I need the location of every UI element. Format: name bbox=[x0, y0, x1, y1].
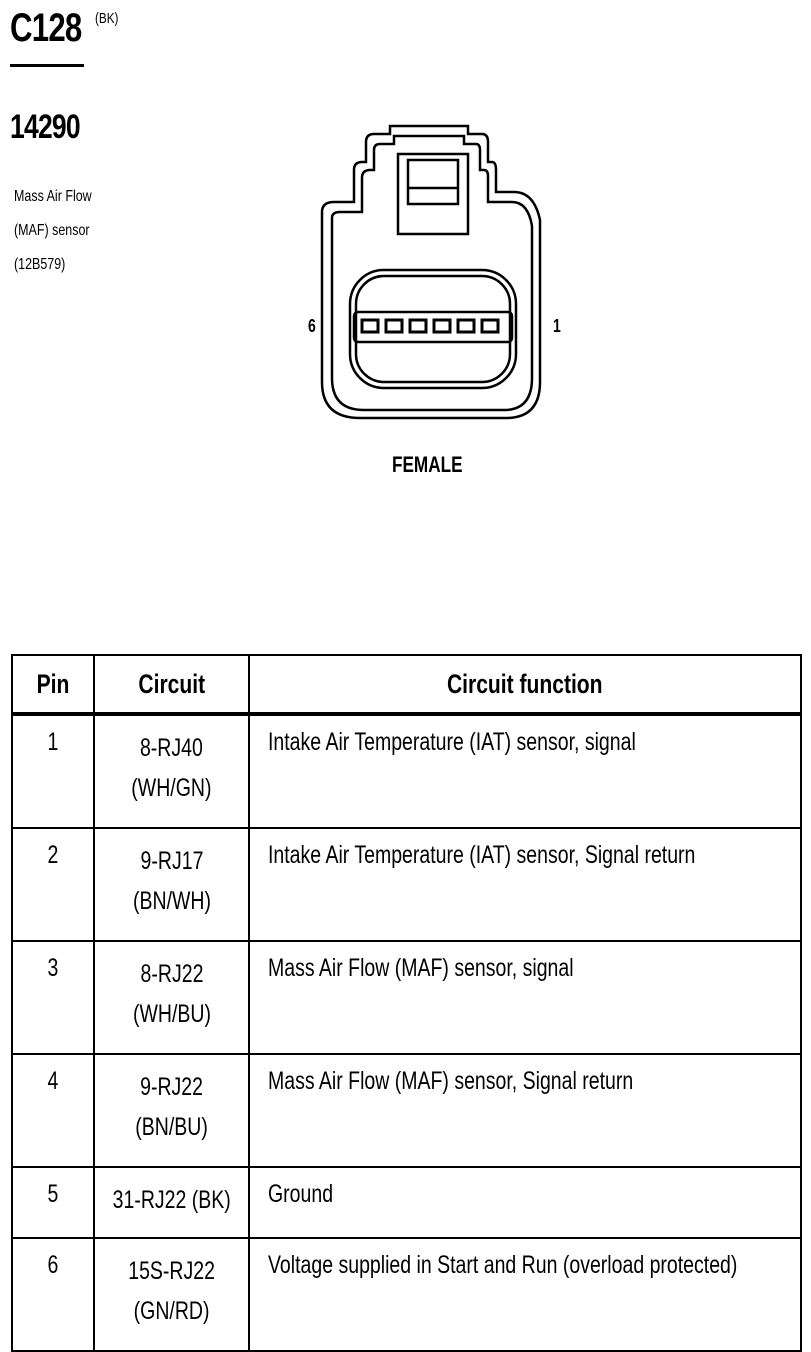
pin-cavity-3 bbox=[432, 318, 452, 334]
pin-label-right: 1 bbox=[553, 316, 561, 336]
pinout-table: Pin Circuit Circuit function 1 8-RJ40(WH… bbox=[11, 654, 802, 1352]
connector-outer-housing bbox=[320, 124, 542, 420]
component-description-line-2: (MAF) sensor bbox=[14, 222, 90, 239]
circuit-code: 9-RJ17(BN/WH) bbox=[93, 827, 250, 942]
locking-tab-inner bbox=[406, 158, 460, 206]
table-row: 5 31-RJ22 (BK) Ground bbox=[11, 1166, 802, 1239]
table-row: 3 8-RJ22(WH/BU) Mass Air Flow (MAF) sens… bbox=[11, 940, 802, 1055]
pin-cavity-strip bbox=[352, 310, 514, 344]
header-circuit-function: Circuit function bbox=[248, 654, 802, 716]
header-circuit: Circuit bbox=[93, 654, 250, 716]
circuit-function: Ground bbox=[248, 1166, 802, 1239]
pin-cavity-face bbox=[348, 268, 518, 390]
circuit-function: Intake Air Temperature (IAT) sensor, Sig… bbox=[248, 827, 802, 942]
circuit-function: Intake Air Temperature (IAT) sensor, sig… bbox=[248, 713, 802, 829]
circuit-function: Mass Air Flow (MAF) sensor, signal bbox=[248, 940, 802, 1055]
pin-cavity-2 bbox=[456, 318, 476, 334]
part-number: 14290 bbox=[10, 108, 81, 146]
circuit-code: 8-RJ40(WH/GN) bbox=[93, 713, 250, 829]
circuit-function: Mass Air Flow (MAF) sensor, Signal retur… bbox=[248, 1053, 802, 1168]
pin-number: 6 bbox=[11, 1237, 95, 1352]
header-underline bbox=[10, 64, 84, 67]
header-pin: Pin bbox=[11, 654, 95, 716]
connector-inner-housing bbox=[330, 134, 534, 412]
connector-face-diagram bbox=[320, 124, 542, 420]
component-description-line-3: (12B579) bbox=[14, 256, 66, 273]
pin-label-left: 6 bbox=[308, 316, 316, 336]
circuit-code: 8-RJ22(WH/BU) bbox=[93, 940, 250, 1055]
pin-number: 2 bbox=[11, 827, 95, 942]
pin-number: 5 bbox=[11, 1166, 95, 1239]
pin-number: 3 bbox=[11, 940, 95, 1055]
pin-cavity-6 bbox=[360, 318, 380, 334]
pin-number: 1 bbox=[11, 713, 95, 829]
connector-id: C128 bbox=[10, 6, 82, 50]
pin-cavity-face-inner bbox=[354, 274, 512, 384]
component-description-line-1: Mass Air Flow bbox=[14, 188, 92, 205]
circuit-function: Voltage supplied in Start and Run (overl… bbox=[248, 1237, 802, 1352]
table-header-row: Pin Circuit Circuit function bbox=[11, 654, 802, 716]
table-row: 2 9-RJ17(BN/WH) Intake Air Temperature (… bbox=[11, 827, 802, 942]
table-row: 4 9-RJ22(BN/BU) Mass Air Flow (MAF) sens… bbox=[11, 1053, 802, 1168]
locking-tab-outer bbox=[396, 152, 470, 236]
circuit-code: 31-RJ22 (BK) bbox=[93, 1166, 250, 1239]
table-row: 1 8-RJ40(WH/GN) Intake Air Temperature (… bbox=[11, 713, 802, 829]
circuit-code: 15S-RJ22(GN/RD) bbox=[93, 1237, 250, 1352]
pin-cavity-1 bbox=[480, 318, 500, 334]
connector-color: (BK) bbox=[95, 10, 119, 27]
pin-cavity-4 bbox=[408, 318, 428, 334]
pin-cavity-5 bbox=[384, 318, 404, 334]
pin-number: 4 bbox=[11, 1053, 95, 1168]
circuit-code: 9-RJ22(BN/BU) bbox=[93, 1053, 250, 1168]
connector-gender-label: FEMALE bbox=[392, 452, 463, 477]
table-row: 6 15S-RJ22(GN/RD) Voltage supplied in St… bbox=[11, 1237, 802, 1352]
